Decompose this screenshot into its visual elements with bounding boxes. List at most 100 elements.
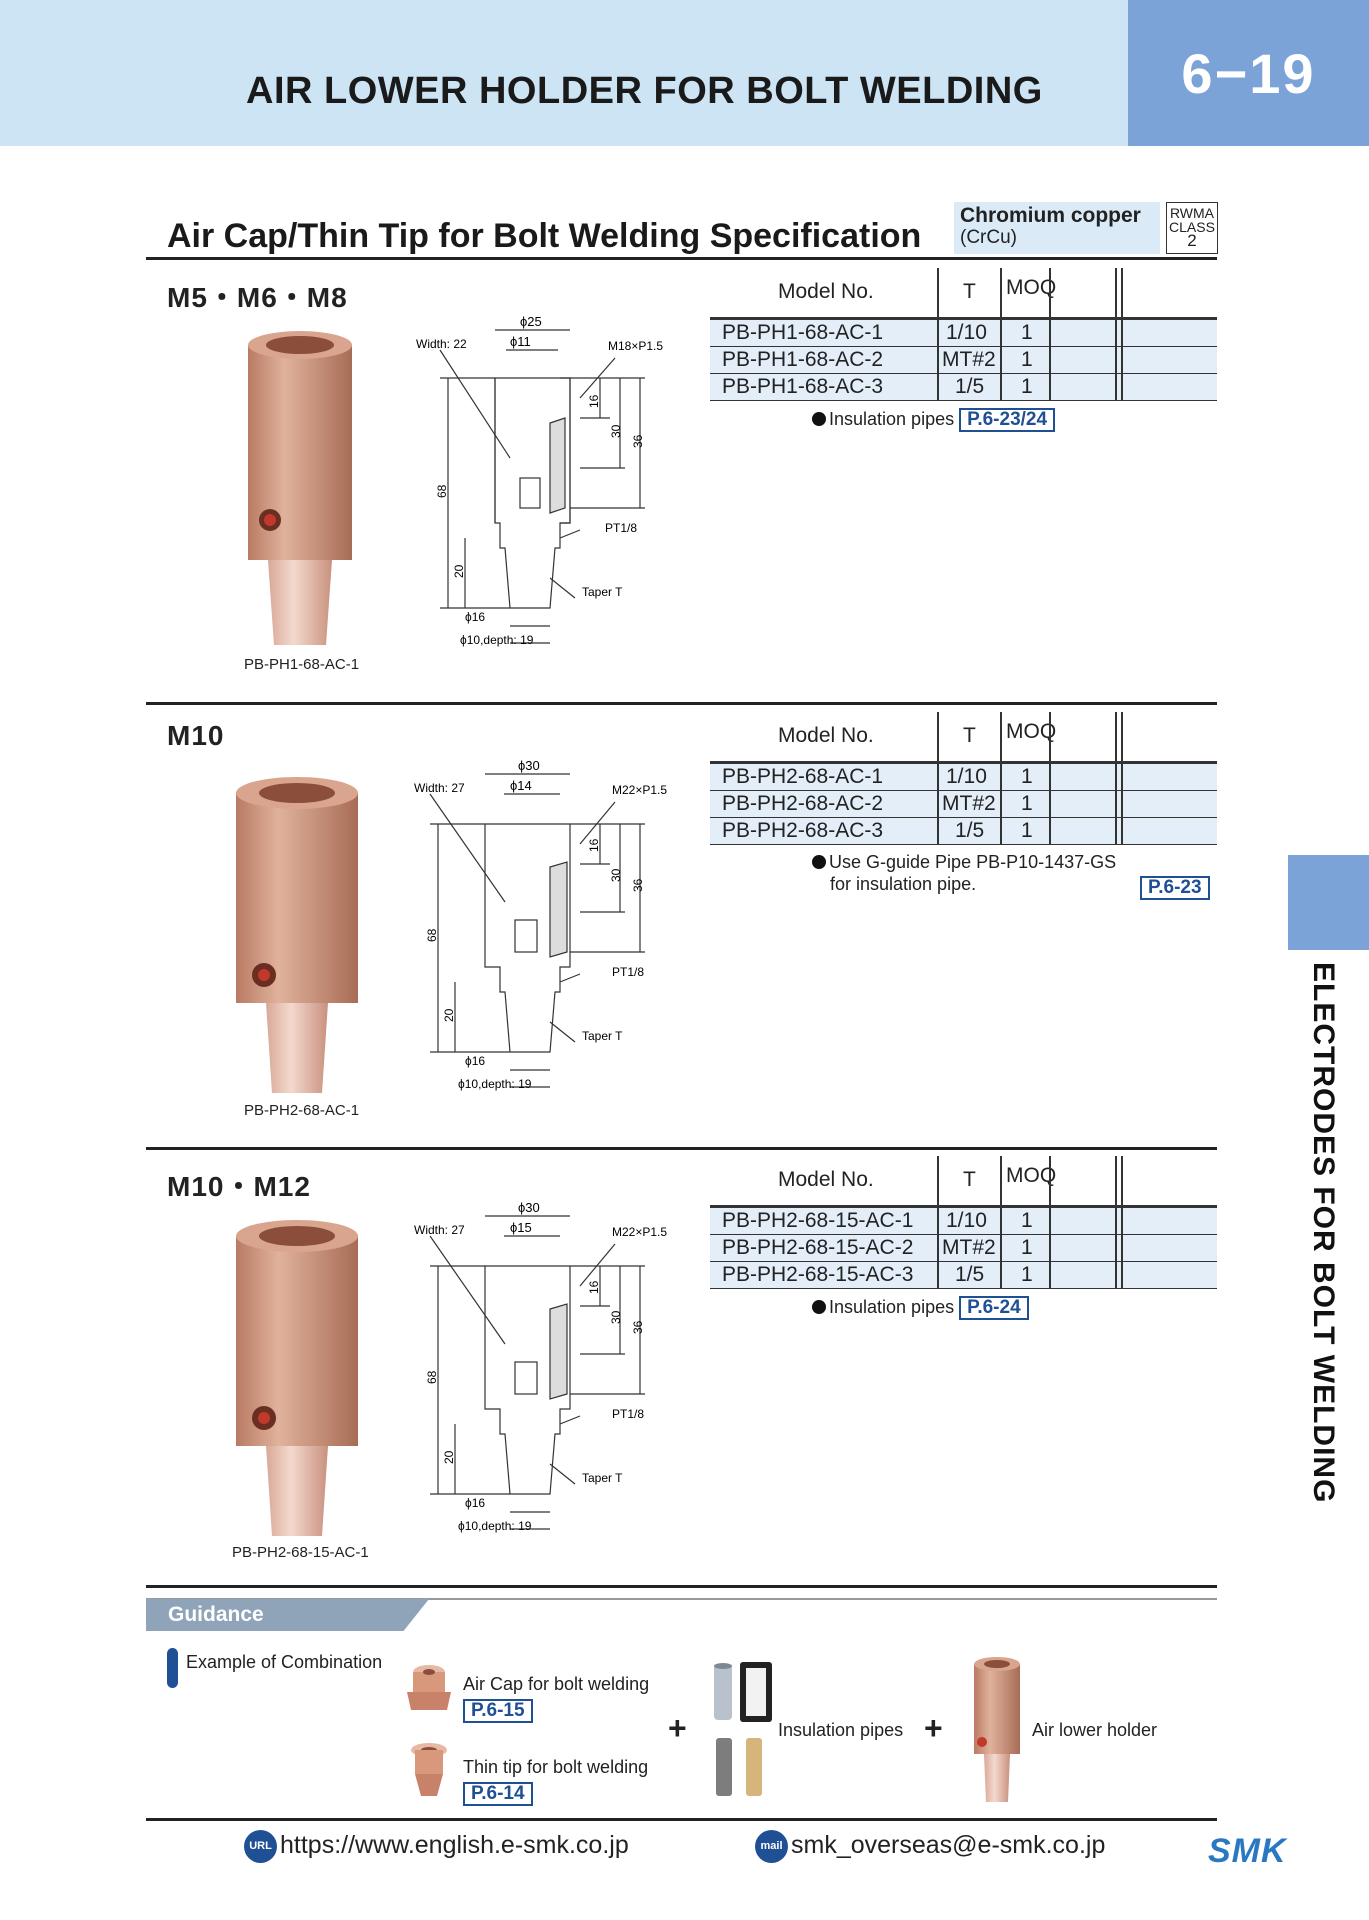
header-model: Model No.: [778, 1168, 874, 1191]
thin-tip-icon: [411, 1743, 447, 1796]
dim-width: Width: 27: [414, 781, 465, 795]
cell-moq: 1: [1021, 765, 1033, 788]
footer-divider: [146, 1818, 1217, 1821]
side-tab-block: [1288, 855, 1369, 950]
section-title: M5・M6・M8: [167, 282, 348, 313]
dim-36: 36: [631, 878, 645, 892]
dim-16: 16: [587, 394, 601, 408]
rwma-label: RWMA: [1169, 205, 1215, 221]
email-text[interactable]: smk_overseas@e-smk.co.jp: [791, 1831, 1106, 1860]
header-model: Model No.: [778, 280, 874, 303]
dim-inner-diameter: ϕ15: [510, 1220, 532, 1235]
page-link[interactable]: P.6-23/24: [959, 408, 1056, 432]
bullet-icon: [812, 412, 826, 426]
thin-tip-link[interactable]: P.6-14: [463, 1782, 533, 1806]
section-divider: [146, 702, 1217, 705]
thin-tip-label: Thin tip for bolt welding: [463, 1757, 649, 1777]
header-t: T: [963, 1168, 976, 1191]
product-photo: [236, 777, 358, 1093]
air-cap-icon: [407, 1665, 451, 1710]
air-cap-link[interactable]: P.6-15: [463, 1699, 533, 1723]
dim-36: 36: [631, 1320, 645, 1334]
cell-t: 1/5: [955, 375, 985, 398]
dim-30: 30: [609, 1310, 623, 1324]
air-cap-label: Air Cap for bolt welding: [463, 1674, 650, 1694]
photo-caption: PB-PH2-68-AC-1: [244, 1102, 360, 1119]
dim-16: 16: [587, 838, 601, 852]
technical-drawing: ϕ30 ϕ15 Width: 27 M22×P1.5 16 30 36 68 2…: [414, 1200, 667, 1533]
page-link[interactable]: P.6-24: [959, 1296, 1029, 1320]
air-lower-holder-icon: [974, 1657, 1020, 1802]
cell-model: PB-PH2-68-15-AC-2: [722, 1236, 914, 1259]
page-link[interactable]: P.6-23: [1140, 876, 1210, 900]
dim-phi16: ϕ16: [465, 1054, 485, 1068]
note: Insulation pipes P.6-23/24: [812, 408, 1056, 432]
spec-title: Air Cap/Thin Tip for Bolt Welding Specif…: [167, 217, 922, 255]
side-tab-label: ELECTRODES FOR BOLT WELDING: [1307, 962, 1340, 1504]
cell-t: 1/10: [946, 321, 987, 344]
material-name: Chromium copper: [960, 204, 1141, 227]
section-divider: [146, 1585, 1217, 1588]
table-header: Model No. T MOQ: [710, 268, 1217, 320]
dim-thread: M22×P1.5: [612, 1225, 667, 1239]
insulation-pipes-icon: [714, 1662, 772, 1796]
dim-30: 30: [609, 868, 623, 882]
technical-drawing: ϕ30 ϕ14 Width: 27 M22×P1.5 16 30 36 68 2…: [414, 758, 667, 1091]
header-moq: MOQ: [1006, 276, 1057, 299]
cell-model: PB-PH2-68-15-AC-3: [722, 1263, 914, 1286]
smk-logo: SMK: [1208, 1832, 1287, 1870]
dim-bore: ϕ10,depth: 19: [460, 633, 534, 647]
photo-caption: PB-PH1-68-AC-1: [244, 656, 360, 673]
example-marker: [167, 1648, 178, 1688]
product-photo: [248, 331, 352, 645]
cell-t: 1/5: [955, 1263, 985, 1286]
dim-phi16: ϕ16: [465, 1496, 485, 1510]
air-lower-holder-label: Air lower holder: [1032, 1720, 1158, 1740]
note: Use G-guide Pipe PB-P10-1437-GS: [812, 852, 1116, 873]
dim-bore: ϕ10,depth: 19: [458, 1077, 532, 1091]
table-row: PB-PH1-68-AC-1 1/10 1: [710, 320, 1217, 347]
bullet-icon: [812, 855, 826, 869]
page-title: AIR LOWER HOLDER FOR BOLT WELDING: [246, 70, 1043, 112]
cell-model: PB-PH1-68-AC-1: [722, 321, 884, 344]
header-model: Model No.: [778, 724, 874, 747]
cell-model: PB-PH2-68-AC-1: [722, 765, 884, 788]
url-text[interactable]: https://www.english.e-smk.co.jp: [280, 1831, 629, 1860]
material-box: Chromium copper (CrCu): [954, 202, 1160, 254]
cell-moq: 1: [1021, 1236, 1033, 1259]
material-code: (CrCu): [960, 227, 1017, 248]
cell-t: MT#2: [942, 792, 996, 815]
dim-68: 68: [425, 928, 439, 942]
mail-icon: mail: [755, 1830, 788, 1863]
dim-taper: Taper T: [582, 585, 623, 599]
dim-36: 36: [631, 434, 645, 448]
dim-68: 68: [435, 484, 449, 498]
dim-20: 20: [442, 1008, 456, 1022]
dim-outer-diameter: ϕ30: [518, 758, 540, 773]
insulation-pipes-label: Insulation pipes: [778, 1720, 904, 1740]
air-cap-link-wrap: P.6-15: [463, 1699, 533, 1723]
dim-thread: M22×P1.5: [612, 783, 667, 797]
rwma-class-label: CLASS: [1169, 219, 1215, 235]
rwma-class-box: RWMA CLASS 2: [1166, 202, 1218, 254]
plus-icon: +: [924, 1710, 943, 1746]
product-photo: [236, 1220, 358, 1536]
dim-taper: Taper T: [582, 1029, 623, 1043]
cell-model: PB-PH2-68-AC-3: [722, 819, 884, 842]
cell-moq: 1: [1021, 321, 1033, 344]
thin-tip-link-wrap: P.6-14: [463, 1782, 533, 1806]
dim-20: 20: [442, 1450, 456, 1464]
dim-thread: M18×P1.5: [608, 339, 663, 353]
guidance-line: [146, 1598, 1217, 1600]
dim-pt: PT1/8: [612, 1407, 644, 1421]
cell-moq: 1: [1021, 1209, 1033, 1232]
